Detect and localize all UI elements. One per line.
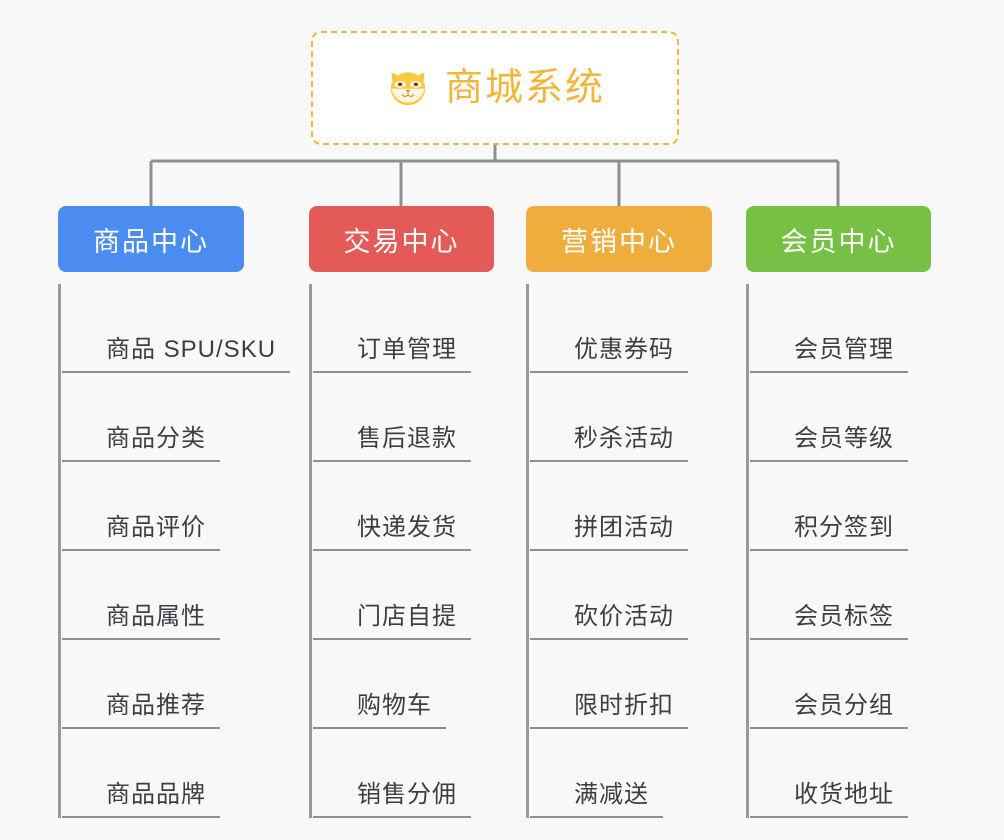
list-item[interactable]: 会员分组 xyxy=(750,640,931,729)
list-item-label: 商品评价 xyxy=(106,513,206,541)
list-item[interactable]: 售后退款 xyxy=(313,373,494,462)
list-item[interactable]: 限时折扣 xyxy=(530,640,712,729)
list-item-label: 会员管理 xyxy=(794,335,894,363)
column-header-member-center[interactable]: 会员中心 xyxy=(746,206,931,272)
list-item-label: 商品品牌 xyxy=(106,780,206,808)
list-item[interactable]: 积分签到 xyxy=(750,462,931,551)
list-item-label: 会员等级 xyxy=(794,424,894,452)
list-item[interactable]: 快递发货 xyxy=(313,462,494,551)
list-item-label: 会员分组 xyxy=(794,691,894,719)
shiba-dog-emoji xyxy=(390,72,426,106)
list-item[interactable]: 会员标签 xyxy=(750,551,931,640)
list-item[interactable]: 会员等级 xyxy=(750,373,931,462)
list-item[interactable]: 会员管理 xyxy=(750,284,931,373)
list-item-label: 限时折扣 xyxy=(574,691,674,719)
list-item[interactable]: 商品品牌 xyxy=(62,729,244,818)
list-item[interactable]: 门店自提 xyxy=(313,551,494,640)
list-item-label: 商品推荐 xyxy=(106,691,206,719)
column-member-center: 会员中心 会员管理 会员等级 积分签到 会员标签 会员分组 xyxy=(746,206,931,818)
root-node[interactable]: 商城系统 xyxy=(311,31,679,145)
list-item-label: 商品 SPU/SKU xyxy=(106,335,277,363)
list-item[interactable]: 销售分佣 xyxy=(313,729,494,818)
list-item-label: 砍价活动 xyxy=(574,602,674,630)
column-trade-center: 交易中心 订单管理 售后退款 快递发货 门店自提 购物车 xyxy=(309,206,494,818)
list-item-label: 优惠券码 xyxy=(574,335,674,363)
list-item[interactable]: 优惠券码 xyxy=(530,284,712,373)
column-product-center: 商品中心 商品 SPU/SKU 商品分类 商品评价 商品属性 商品推荐 xyxy=(58,206,291,818)
list-item-label: 满减送 xyxy=(574,780,649,808)
column-items-marketing-center: 优惠券码 秒杀活动 拼团活动 砍价活动 限时折扣 满减送 xyxy=(526,284,712,818)
list-item[interactable]: 商品分类 xyxy=(62,373,244,462)
column-header-marketing-center[interactable]: 营销中心 xyxy=(526,206,712,272)
list-item-label: 会员标签 xyxy=(794,602,894,630)
list-item[interactable]: 拼团活动 xyxy=(530,462,712,551)
list-item[interactable]: 商品 SPU/SKU xyxy=(62,284,291,373)
list-item-label: 积分签到 xyxy=(794,513,894,541)
list-item[interactable]: 满减送 xyxy=(530,729,712,818)
column-marketing-center: 营销中心 优惠券码 秒杀活动 拼团活动 砍价活动 限时折扣 xyxy=(526,206,712,818)
list-item-label: 快递发货 xyxy=(357,513,457,541)
list-item-label: 购物车 xyxy=(357,691,432,719)
list-item-label: 收货地址 xyxy=(794,780,894,808)
list-item[interactable]: 收货地址 xyxy=(750,729,931,818)
column-header-product-center[interactable]: 商品中心 xyxy=(58,206,244,272)
list-item[interactable]: 订单管理 xyxy=(313,284,494,373)
list-item-label: 门店自提 xyxy=(357,602,457,630)
list-item-label: 售后退款 xyxy=(357,424,457,452)
column-header-label: 交易中心 xyxy=(343,226,460,257)
list-item-label: 商品属性 xyxy=(106,602,206,630)
column-items-member-center: 会员管理 会员等级 积分签到 会员标签 会员分组 收货地址 xyxy=(746,284,931,818)
column-header-trade-center[interactable]: 交易中心 xyxy=(309,206,494,272)
list-item-label: 拼团活动 xyxy=(574,513,674,541)
list-item[interactable]: 商品属性 xyxy=(62,551,244,640)
column-header-label: 会员中心 xyxy=(780,226,897,257)
list-item-label: 秒杀活动 xyxy=(574,424,674,452)
column-items-trade-center: 订单管理 售后退款 快递发货 门店自提 购物车 销售分佣 xyxy=(309,284,494,818)
list-item-label: 订单管理 xyxy=(357,335,457,363)
list-item[interactable]: 砍价活动 xyxy=(530,551,712,640)
column-header-label: 营销中心 xyxy=(561,226,677,257)
list-item[interactable]: 商品评价 xyxy=(62,462,244,551)
column-header-label: 商品中心 xyxy=(93,226,209,257)
list-item-label: 销售分佣 xyxy=(357,780,457,808)
list-item[interactable]: 购物车 xyxy=(313,640,494,729)
column-items-product-center: 商品 SPU/SKU 商品分类 商品评价 商品属性 商品推荐 商品品牌 xyxy=(58,284,291,818)
list-item[interactable]: 商品推荐 xyxy=(62,640,244,729)
list-item-label: 商品分类 xyxy=(106,424,206,452)
list-item[interactable]: 秒杀活动 xyxy=(530,373,712,462)
root-title: 商城系统 xyxy=(444,67,605,109)
